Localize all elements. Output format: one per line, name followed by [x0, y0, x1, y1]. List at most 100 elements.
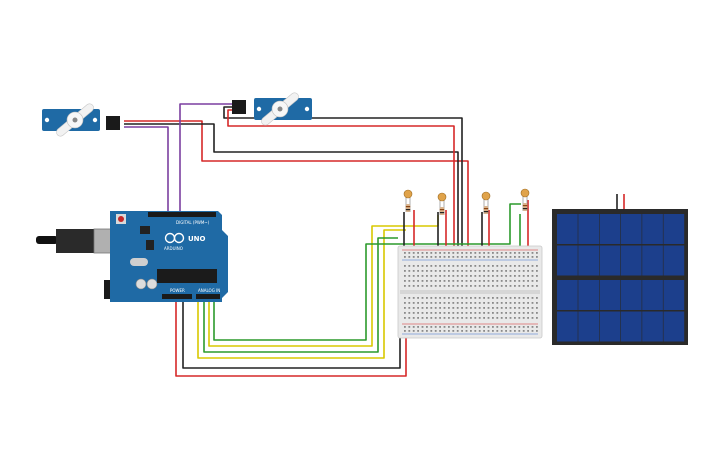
- breadboard-hole: [426, 270, 428, 272]
- breadboard-hole: [421, 265, 424, 267]
- breadboard-hole: [461, 275, 463, 277]
- breadboard-hole: [522, 270, 525, 272]
- breadboard-hole: [514, 280, 516, 282]
- breadboard-hole: [527, 302, 529, 304]
- breadboard-hole: [404, 265, 406, 267]
- breadboard-hole: [509, 285, 512, 287]
- breadboard-hole: [483, 330, 485, 332]
- servo-1-mount-right: [92, 117, 98, 123]
- breadboard-hole: [487, 326, 490, 328]
- breadboard-hole: [478, 270, 481, 272]
- breadboard-hole: [448, 330, 450, 332]
- breadboard-hole: [478, 275, 481, 277]
- solar-cell: [599, 311, 621, 342]
- breadboard-hole: [509, 330, 512, 332]
- breadboard-hole: [430, 265, 433, 267]
- breadboard-hole: [434, 307, 437, 309]
- breadboard-hole: [417, 280, 419, 282]
- breadboard-hole: [448, 265, 450, 267]
- breadboard-hole: [417, 326, 419, 328]
- breadboard-hole: [404, 317, 406, 319]
- breadboard-hole: [452, 270, 455, 272]
- breadboard-hole: [518, 326, 521, 328]
- solar-cell: [642, 311, 663, 342]
- breadboard-hole: [443, 275, 446, 277]
- breadboard-hole: [421, 275, 424, 277]
- breadboard-hole: [404, 280, 406, 282]
- breadboard-hole: [443, 330, 446, 332]
- breadboard-hole: [404, 270, 406, 272]
- breadboard-hole: [417, 285, 419, 287]
- breadboard-hole: [461, 307, 463, 309]
- breadboard-hole: [496, 265, 499, 267]
- arduino-uno-icon[interactable]: DIGITAL (PWM~) UNO ARDUINO POWER ANALOG …: [36, 211, 228, 302]
- breadboard-hole: [518, 265, 521, 267]
- breadboard-hole: [448, 252, 450, 254]
- usb-chip: [140, 226, 150, 234]
- servo-motor-2[interactable]: [232, 91, 312, 127]
- breadboard-hole: [456, 317, 459, 319]
- breadboard-hole: [478, 265, 481, 267]
- breadboard-hole: [404, 297, 406, 299]
- wire-a0-yellow: [197, 229, 406, 359]
- solar-panel-icon[interactable]: [552, 209, 688, 345]
- breadboard-hole: [421, 256, 424, 258]
- breadboard-hole: [434, 275, 437, 277]
- breadboard-hole: [404, 330, 406, 332]
- photoresistor-icon[interactable]: [403, 189, 413, 212]
- breadboard-hole: [417, 317, 419, 319]
- breadboard-hole: [492, 307, 494, 309]
- breadboard-hole: [474, 302, 477, 304]
- breadboard-hole: [461, 297, 463, 299]
- breadboard-hole: [496, 302, 499, 304]
- breadboard-hole: [426, 326, 428, 328]
- breadboard-hole: [417, 252, 419, 254]
- breadboard-hole: [492, 270, 494, 272]
- photoresistor-icon[interactable]: [520, 188, 530, 211]
- breadboard-hole: [426, 280, 428, 282]
- breadboard-hole: [536, 285, 538, 287]
- breadboard-hole: [505, 312, 507, 314]
- breadboard-hole: [417, 297, 419, 299]
- breadboard-hole: [478, 297, 481, 299]
- wire-servo1-purple: [124, 126, 169, 215]
- breadboard-hole: [478, 280, 481, 282]
- analog-header: [196, 294, 220, 299]
- breadboard-hole: [456, 285, 459, 287]
- breadboard-hole: [417, 307, 419, 309]
- breadboard-hole: [514, 270, 516, 272]
- breadboard-hole: [487, 307, 490, 309]
- breadboard-hole: [483, 285, 485, 287]
- breadboard-hole: [417, 270, 419, 272]
- breadboard-hole: [448, 280, 450, 282]
- breadboard-hole: [465, 265, 468, 267]
- breadboard-hole: [492, 285, 494, 287]
- breadboard[interactable]: [397, 245, 543, 339]
- solar-cell: [663, 245, 685, 276]
- breadboard-hole: [439, 275, 441, 277]
- photoresistor-icon[interactable]: [481, 191, 491, 214]
- breadboard-hole: [461, 285, 463, 287]
- breadboard-hole: [443, 312, 446, 314]
- breadboard-hole: [527, 280, 529, 282]
- breadboard-hole: [456, 265, 459, 267]
- breadboard-hole: [518, 302, 521, 304]
- servo-motor-1[interactable]: [42, 102, 120, 138]
- breadboard-hole: [492, 312, 494, 314]
- solar-cell: [642, 245, 663, 276]
- breadboard-hole: [505, 302, 507, 304]
- photoresistor-icon[interactable]: [437, 192, 447, 215]
- breadboard-hole: [505, 307, 507, 309]
- breadboard-hole: [536, 302, 538, 304]
- breadboard-hole: [443, 307, 446, 309]
- breadboard-hole: [412, 256, 415, 258]
- breadboard-hole: [500, 252, 503, 254]
- breadboard-hole: [465, 307, 468, 309]
- breadboard-hole: [514, 252, 516, 254]
- resistor-band: [405, 206, 411, 208]
- breadboard-hole: [470, 280, 472, 282]
- breadboard-hole: [412, 317, 415, 319]
- breadboard-hole: [509, 312, 512, 314]
- breadboard-hole: [531, 256, 534, 258]
- breadboard-hole: [456, 280, 459, 282]
